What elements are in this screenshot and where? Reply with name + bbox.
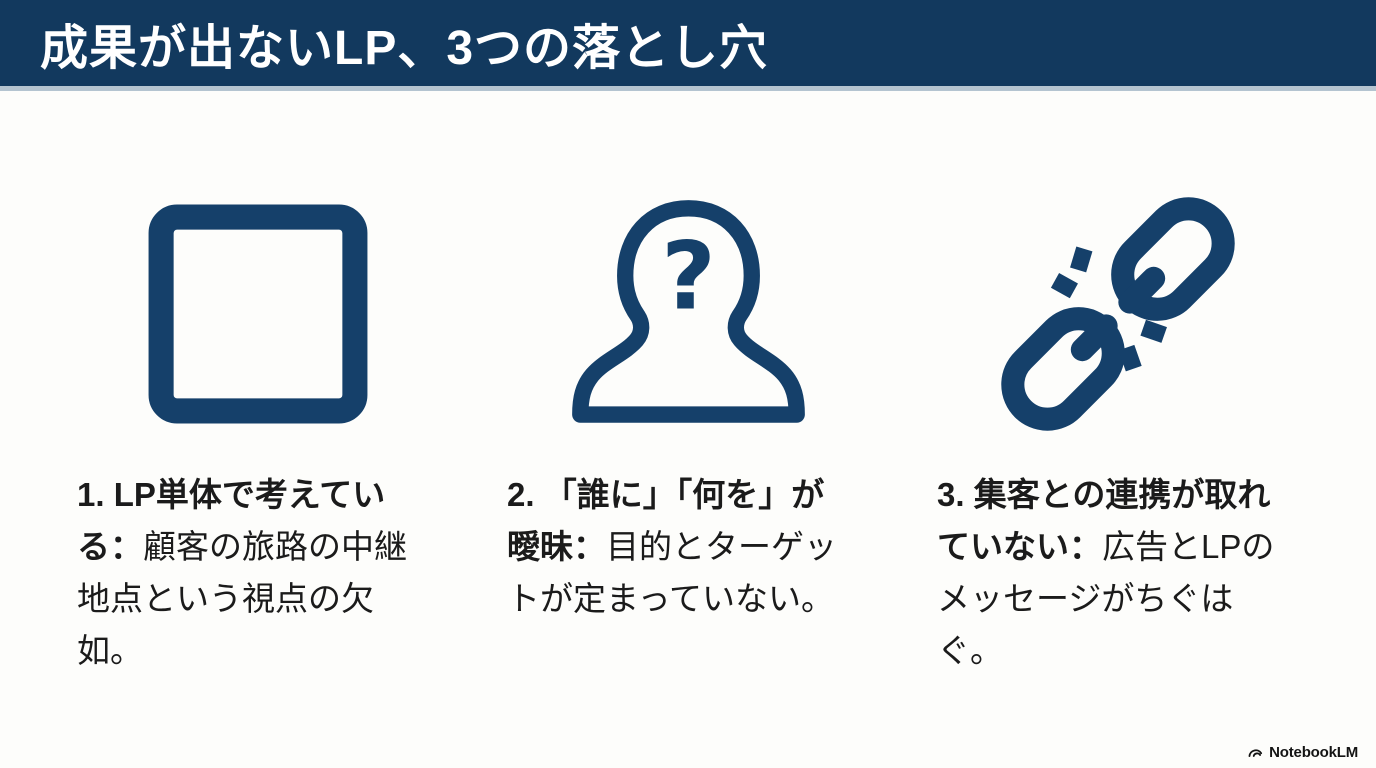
square-icon: [43, 189, 473, 439]
pitfall-text-2: 2. 「誰に」「何を」が曖昧：目的とターゲットが定まっていない。: [507, 469, 847, 625]
pitfall-item-3: 3. 集客との連携が取れていない：広告とLPのメッセージがちぐはぐ。: [903, 189, 1333, 677]
pitfall-text-1: 1. LP単体で考えている：顧客の旅路の中継地点という視点の欠如。: [77, 469, 417, 677]
pitfall-label-2: 2. 「誰に」「何を」が曖昧：: [507, 476, 825, 565]
pitfall-description-1: 顧客の旅路の中継地点という視点の欠如。: [77, 528, 407, 669]
slide-header: 成果が出ないLP、3つの落とし穴: [0, 0, 1376, 91]
pitfall-item-1: 1. LP単体で考えている：顧客の旅路の中継地点という視点の欠如。: [43, 189, 473, 677]
slide-title: 成果が出ないLP、3つの落とし穴: [40, 22, 769, 75]
pitfall-item-2: ? 2. 「誰に」「何を」が曖昧：目的とターゲットが定まっていない。: [473, 189, 903, 677]
pitfall-text-3: 3. 集客との連携が取れていない：広告とLPのメッセージがちぐはぐ。: [937, 469, 1277, 677]
svg-text:?: ?: [661, 222, 715, 331]
notebooklm-label: NotebookLM: [1269, 744, 1358, 761]
pitfall-description-3: 広告とLPのメッセージがちぐはぐ。: [937, 528, 1275, 669]
pitfall-label-3: 3. 集客との連携が取れていない：: [937, 476, 1271, 565]
notebooklm-logo-icon: [1247, 744, 1264, 761]
pitfall-label-1: 1. LP単体で考えている：: [77, 476, 386, 565]
notebooklm-watermark: NotebookLM: [1247, 744, 1358, 761]
pitfalls-row: 1. LP単体で考えている：顧客の旅路の中継地点という視点の欠如。 ? 2. 「…: [0, 189, 1376, 677]
broken-chain-icon: [903, 189, 1333, 439]
question-person-icon: ?: [473, 189, 903, 439]
pitfall-description-2: 目的とターゲットが定まっていない。: [507, 528, 837, 617]
